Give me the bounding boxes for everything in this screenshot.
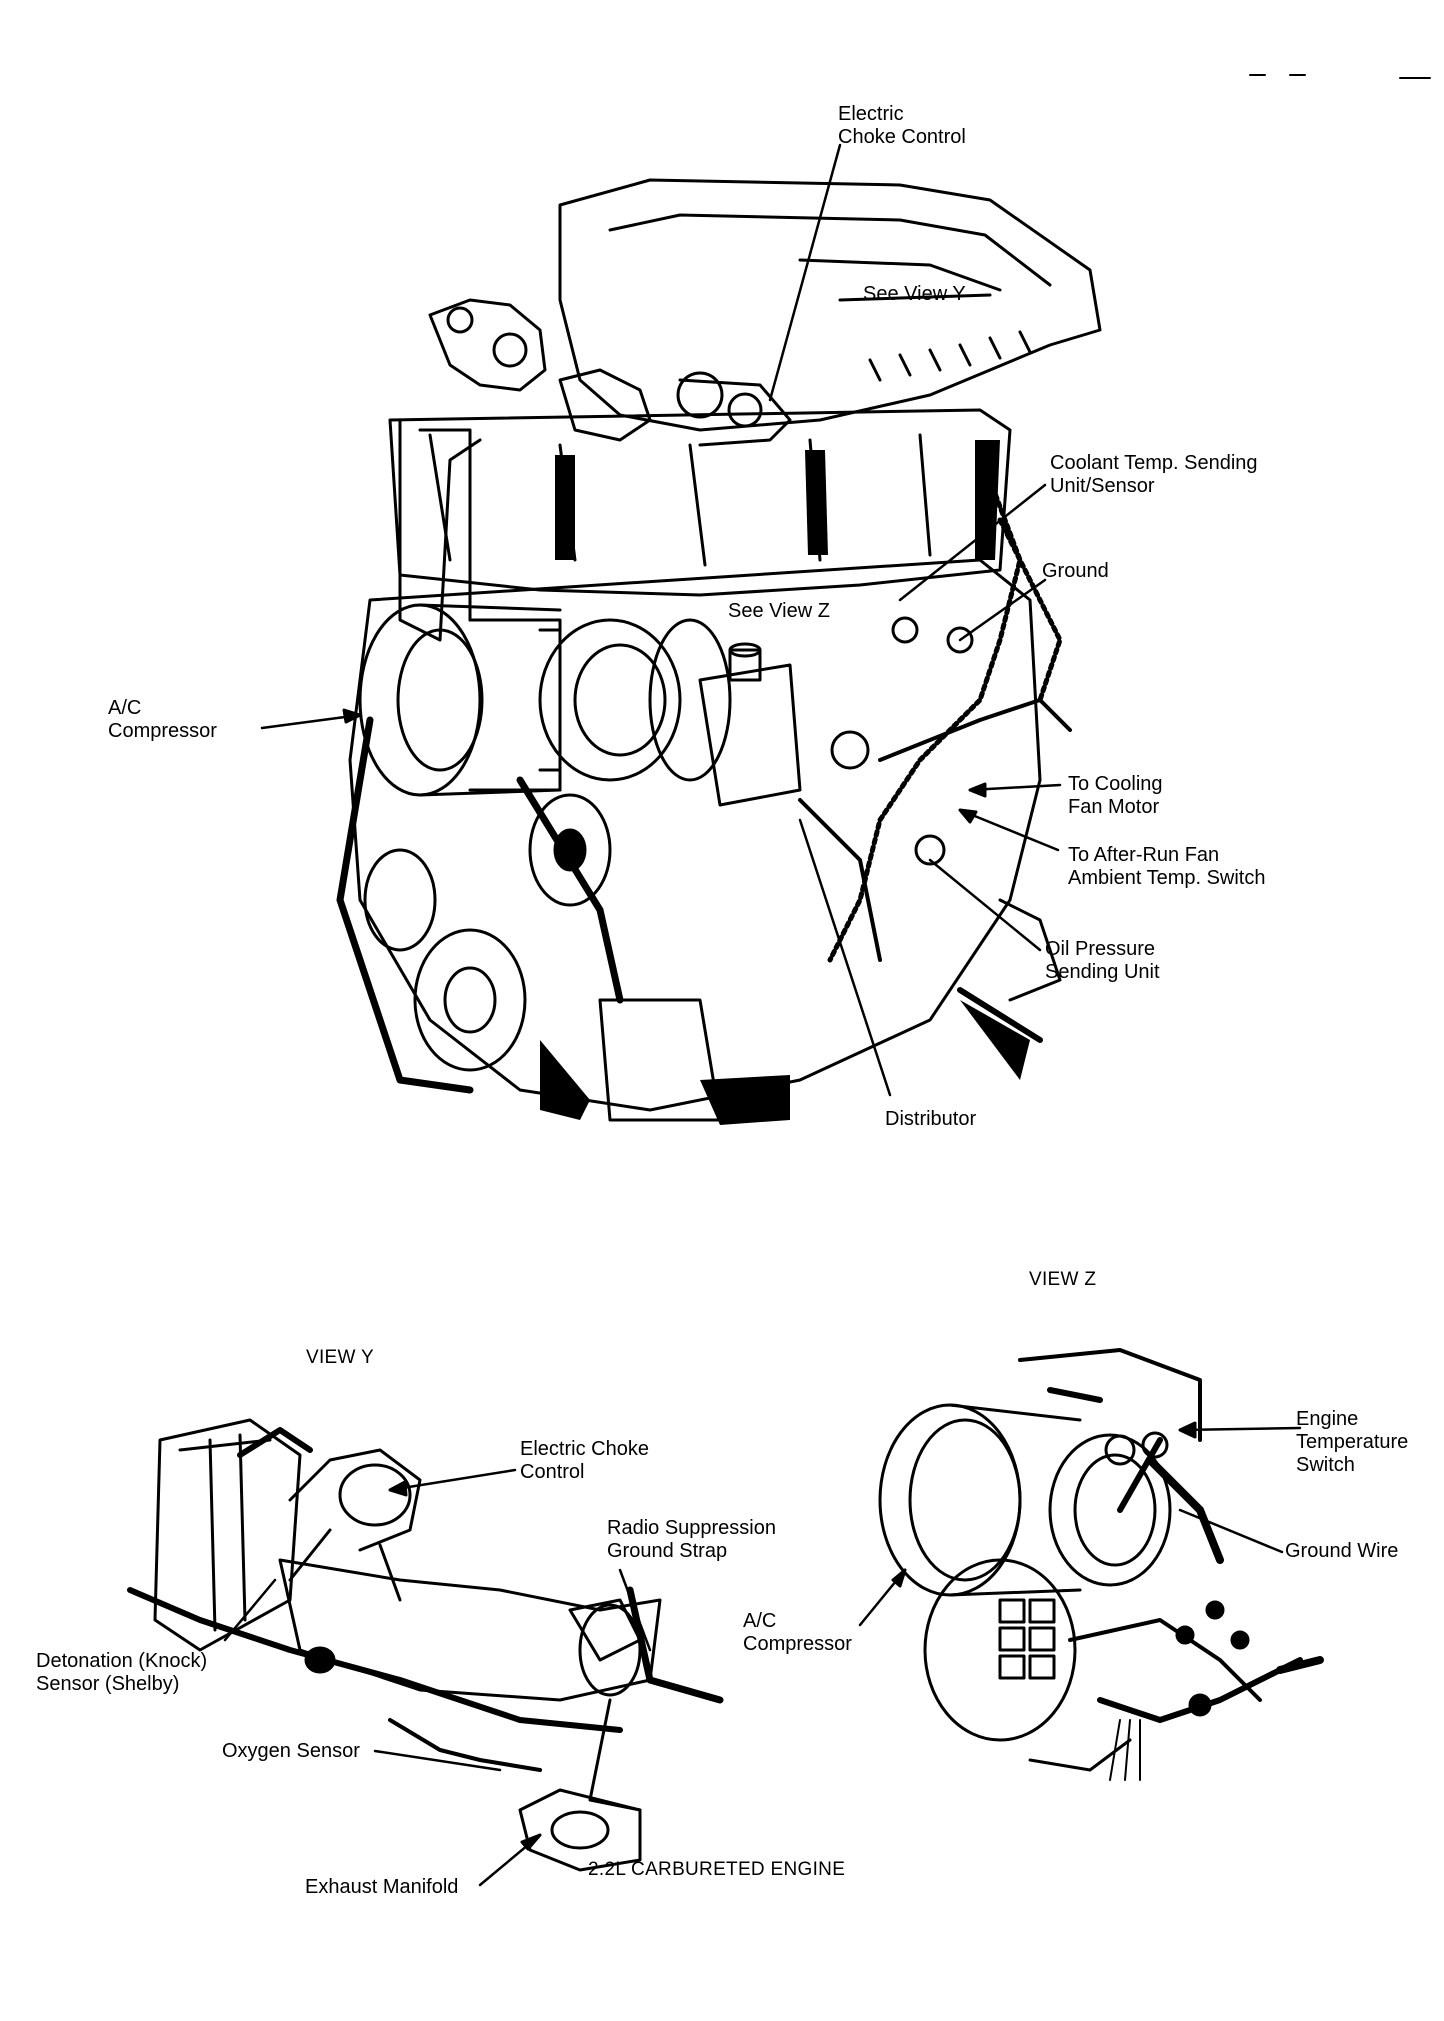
view-z-drawing (858, 1348, 1324, 1781)
label-ground-wire: Ground Wire (1285, 1540, 1399, 1562)
label-oxygen-sensor: Oxygen Sensor (222, 1740, 360, 1762)
view-z-title: VIEW Z (1029, 1269, 1097, 1290)
label-engine-temperature-switch: Engine Temperature Switch (1296, 1408, 1409, 1476)
label-distributor: Distributor (885, 1108, 977, 1130)
label-ac-compressor-main: A/C Compressor (108, 697, 217, 742)
label-cooling-fan-motor: To Cooling Fan Motor (1068, 773, 1163, 818)
label-ac-compressor-z: A/C Compressor (743, 1610, 852, 1655)
view-y-drawing (127, 1418, 724, 1887)
label-oil-pressure-sending-unit: Oil Pressure Sending Unit (1045, 938, 1160, 983)
view-y-title: VIEW Y (306, 1347, 374, 1368)
label-after-run-fan-switch: To After-Run Fan Ambient Temp. Switch (1068, 844, 1266, 889)
main-engine-drawing (260, 74, 1431, 1125)
label-electric-choke-control-y: Electric Choke Control (520, 1438, 649, 1483)
label-electric-choke-control: Electric Choke Control (838, 103, 966, 148)
label-exhaust-manifold: Exhaust Manifold (305, 1876, 459, 1898)
label-coolant-temp-sensor: Coolant Temp. Sending Unit/Sensor (1050, 452, 1258, 497)
label-ground: Ground (1042, 560, 1109, 582)
label-see-view-y: See View Y (863, 283, 966, 305)
label-detonation-sensor: Detonation (Knock) Sensor (Shelby) (36, 1650, 208, 1695)
diagram-caption: 2.2L CARBURETED ENGINE (588, 1859, 846, 1880)
label-radio-suppression-strap: Radio Suppression Ground Strap (607, 1517, 776, 1562)
label-see-view-z: See View Z (728, 600, 830, 622)
